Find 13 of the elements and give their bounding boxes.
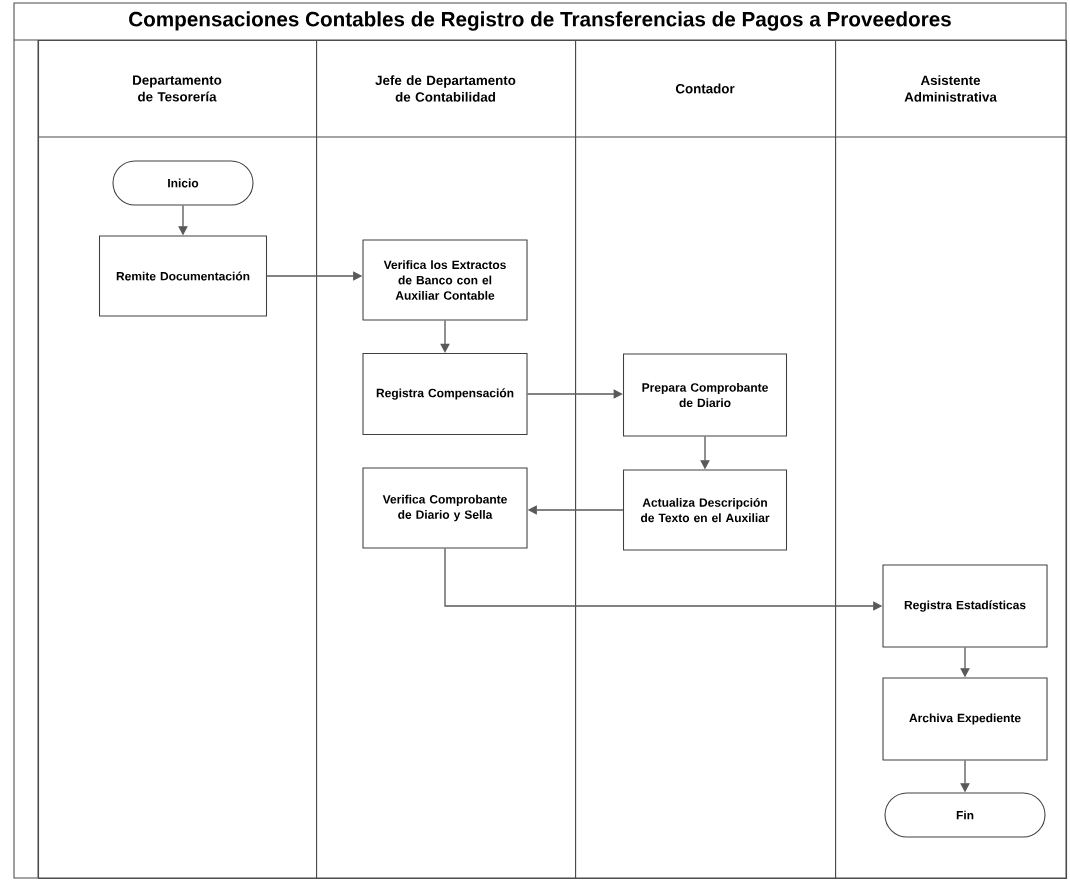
arrow (440, 319, 450, 353)
process-box: Actualiza Descripción de Texto en el Auxiliar (622, 469, 788, 551)
process-box: Registra Estadísticas (882, 564, 1048, 648)
terminator: Inicio (112, 160, 254, 206)
process-box: Registra Compensación (362, 352, 528, 436)
arrow (526, 389, 623, 399)
terminator: Fin (884, 792, 1046, 838)
process-box: Remite Documentación (98, 235, 268, 317)
process-box: Archiva Expediente (882, 677, 1048, 761)
process-box: Verifica los Extractos de Banco con el Auxiliar Contable (362, 239, 528, 321)
process-box: Prepara Comprobante de Diario (622, 353, 788, 437)
diagram-title: Compensaciones Contables de Registro de Transferencias de Pagos a Proveedores (129, 11, 951, 31)
process-box: Verifica Comprobante de Diario y Sella (362, 467, 528, 549)
